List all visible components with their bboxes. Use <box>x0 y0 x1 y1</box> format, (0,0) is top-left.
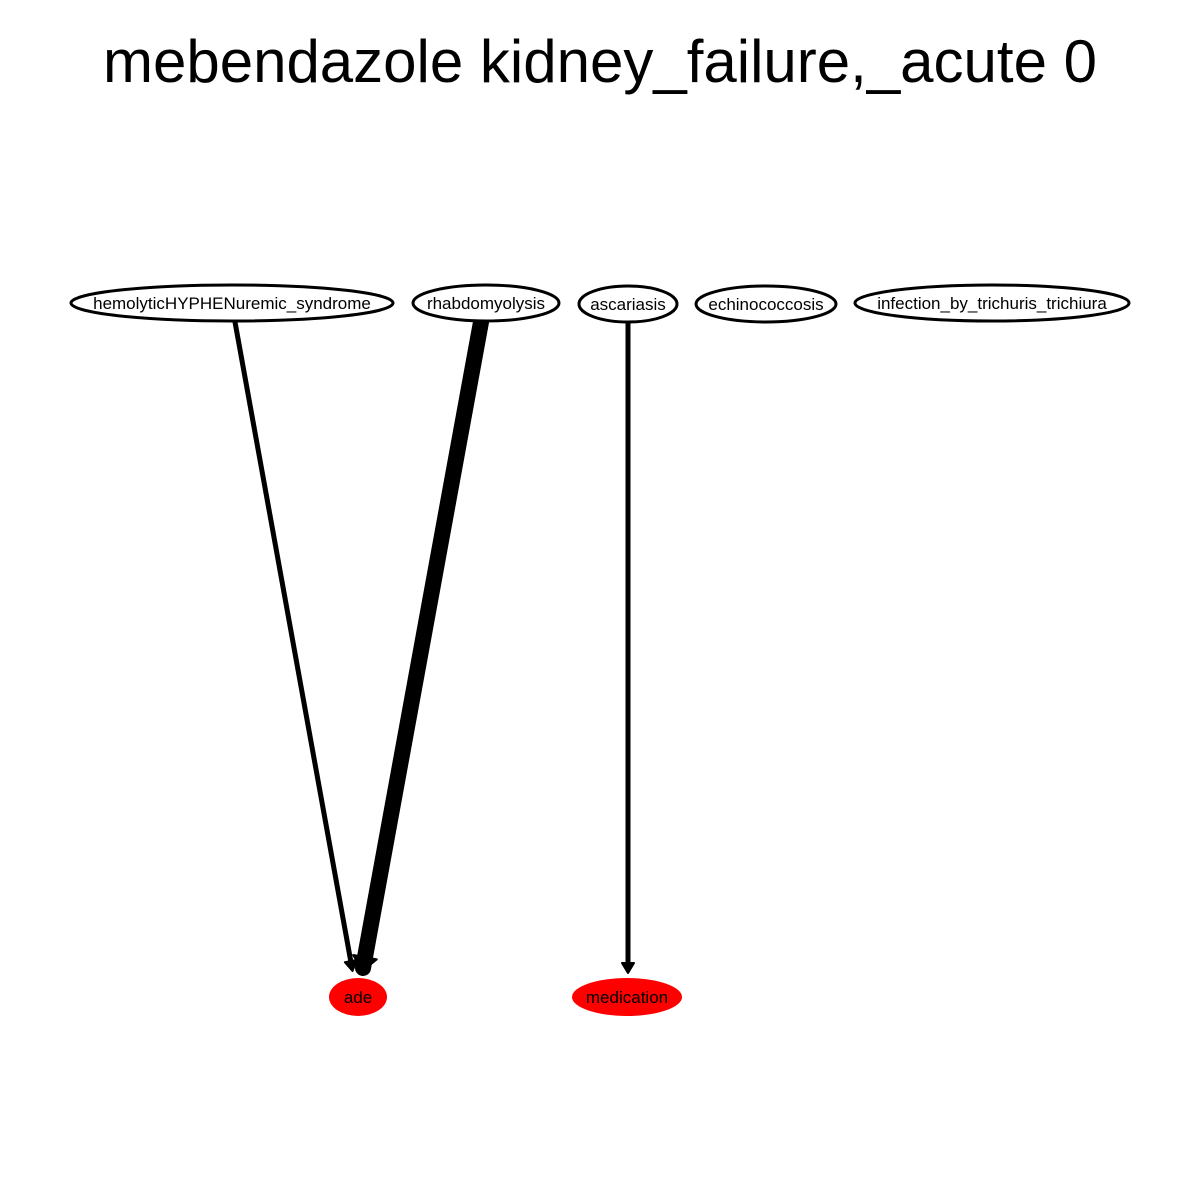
node-label-ade: ade <box>344 988 372 1007</box>
node-ellipse-medication <box>572 978 682 1016</box>
node-ellipse-ascariasis <box>577 284 679 324</box>
node-ellipse-ade <box>329 978 387 1016</box>
diagram-title: mebendazole kidney_failure,_acute 0 <box>103 28 1097 95</box>
node-label-medication: medication <box>586 988 668 1007</box>
node-hus: hemolyticHYPHENuremic_syndrome <box>69 283 395 323</box>
node-ellipse-hus <box>69 283 395 323</box>
node-label-rhabdo: rhabdomyolysis <box>427 294 545 313</box>
node-ellipse-echino <box>694 284 838 324</box>
node-medication: medication <box>572 978 682 1016</box>
node-label-hus: hemolyticHYPHENuremic_syndrome <box>93 294 371 313</box>
node-rhabdo: rhabdomyolysis <box>411 283 561 323</box>
node-ellipse-rhabdo <box>411 283 561 323</box>
arrowhead-rhabdo-ade <box>352 954 378 972</box>
node-ascariasis: ascariasis <box>577 284 679 324</box>
node-echino: echinococcosis <box>694 284 838 324</box>
arrowhead-ascariasis-medication <box>621 962 635 974</box>
edges-layer <box>232 314 635 976</box>
node-label-trichuris: infection_by_trichuris_trichiura <box>877 294 1107 313</box>
edge-hus-ade <box>232 319 355 971</box>
node-ellipse-trichuris <box>853 283 1131 323</box>
nodes-layer: hemolyticHYPHENuremic_syndrome rhabdomyol… <box>69 283 1131 1016</box>
node-label-echino: echinococcosis <box>708 295 823 314</box>
node-label-ascariasis: ascariasis <box>590 295 666 314</box>
node-ade: ade <box>329 978 387 1016</box>
arrowhead-hus-ade <box>343 959 358 972</box>
node-trichuris: infection_by_trichuris_trichiura <box>853 283 1131 323</box>
edge-rhabdo-ade <box>355 314 489 976</box>
